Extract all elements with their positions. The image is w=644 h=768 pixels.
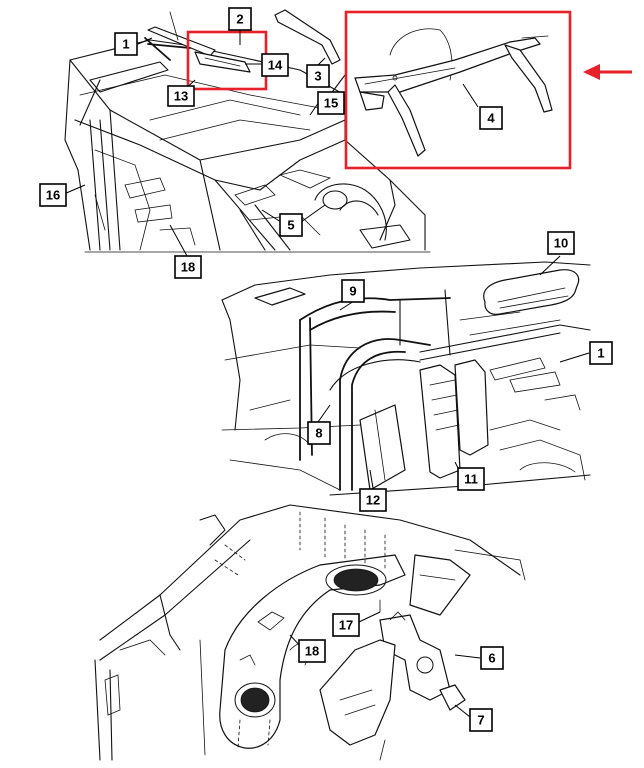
callout-18-bottom: 18 bbox=[298, 639, 326, 663]
callout-label: 5 bbox=[287, 218, 294, 233]
callout-label: 10 bbox=[554, 236, 568, 251]
callout-label: 16 bbox=[46, 188, 60, 203]
callout-label: 4 bbox=[487, 111, 495, 126]
callout-label: 9 bbox=[349, 284, 356, 299]
highlight-box-large bbox=[344, 10, 572, 170]
callout-label: 8 bbox=[315, 426, 322, 441]
callout-16: 16 bbox=[39, 183, 67, 207]
callout-2: 2 bbox=[228, 7, 252, 31]
callout-9: 9 bbox=[341, 279, 365, 303]
part-4-drawing bbox=[354, 28, 553, 157]
callout-10: 10 bbox=[547, 231, 575, 255]
callout-18-top: 18 bbox=[174, 255, 202, 279]
callout-15: 15 bbox=[317, 91, 345, 115]
callout-label: 18 bbox=[181, 260, 195, 275]
callout-4: 4 bbox=[479, 106, 503, 130]
callout-5: 5 bbox=[279, 213, 303, 237]
callout-8: 8 bbox=[307, 421, 331, 445]
callout-6: 6 bbox=[480, 646, 504, 670]
callout-3: 3 bbox=[306, 64, 330, 88]
red-arrow-icon bbox=[583, 64, 632, 80]
callout-7: 7 bbox=[469, 708, 493, 732]
callout-13: 13 bbox=[167, 85, 195, 107]
callout-17: 17 bbox=[332, 613, 360, 637]
callout-label: 2 bbox=[236, 12, 243, 27]
callout-11: 11 bbox=[457, 467, 485, 491]
callout-1-middle: 1 bbox=[589, 341, 613, 365]
callout-label: 11 bbox=[464, 472, 478, 487]
callout-label: 15 bbox=[324, 96, 338, 111]
callout-label: 1 bbox=[597, 346, 604, 361]
leader-lines bbox=[63, 30, 590, 718]
callout-12: 12 bbox=[359, 488, 387, 512]
callout-label: 14 bbox=[268, 58, 283, 73]
callout-label: 17 bbox=[339, 618, 353, 633]
callout-14: 14 bbox=[261, 53, 289, 77]
callout-label: 18 bbox=[305, 644, 319, 659]
callout-label: 3 bbox=[314, 69, 321, 84]
callout-1-top: 1 bbox=[114, 32, 138, 56]
callout-label: 6 bbox=[488, 651, 495, 666]
middle-view-drawing bbox=[221, 261, 591, 496]
top-view-drawing bbox=[64, 9, 431, 253]
callout-label: 7 bbox=[477, 713, 484, 728]
callout-label: 13 bbox=[174, 89, 188, 104]
bottom-view-drawing bbox=[94, 504, 526, 761]
callout-label: 1 bbox=[122, 37, 129, 52]
callout-label: 12 bbox=[366, 493, 380, 508]
